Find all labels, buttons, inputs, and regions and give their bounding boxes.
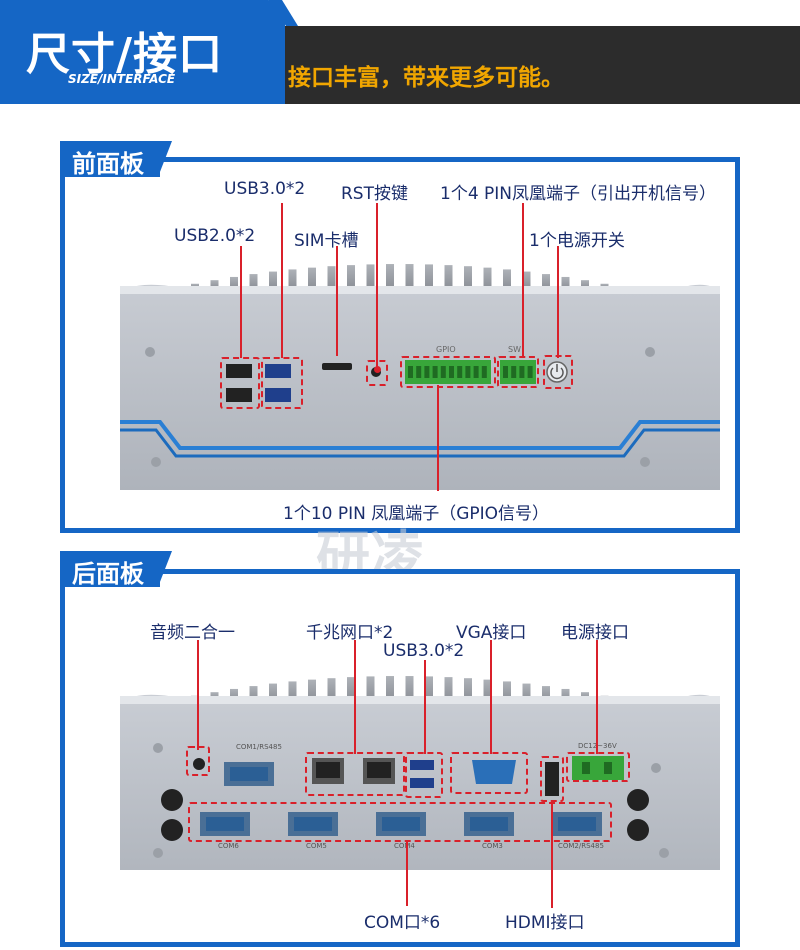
callout-line xyxy=(354,640,356,754)
callout-line xyxy=(490,640,492,754)
page-title: 尺寸/接口 xyxy=(26,29,224,80)
lan-highlight xyxy=(305,752,405,796)
sw-highlight xyxy=(497,356,539,388)
rear-panel-tab: 后面板 xyxy=(60,551,160,588)
label-com: COM口*6 xyxy=(364,913,441,933)
callout-line xyxy=(281,203,283,358)
tab-notch xyxy=(158,141,172,177)
tab-notch xyxy=(158,551,172,587)
label-10pin: 1个10 PIN 凤凰端子（GPIO信号） xyxy=(283,504,550,524)
power-switch-highlight xyxy=(543,355,573,389)
callout-line xyxy=(557,246,559,358)
silk-com5: COM5 xyxy=(306,842,327,850)
header-banner xyxy=(0,0,800,104)
label-vga: VGA接口 xyxy=(456,623,527,643)
label-usb30: USB3.0*2 xyxy=(224,179,306,199)
label-hdmi: HDMI接口 xyxy=(505,913,585,933)
callout-line xyxy=(197,640,199,750)
callout-line xyxy=(437,385,439,491)
silk-com4: COM4 xyxy=(394,842,415,850)
label-lan: 千兆网口*2 xyxy=(306,623,394,643)
label-rst: RST按键 xyxy=(341,184,408,204)
label-4pin: 1个4 PIN凤凰端子（引出开机信号） xyxy=(440,184,717,204)
audio-highlight xyxy=(186,746,210,776)
silk-com6: COM6 xyxy=(218,842,239,850)
callout-dot xyxy=(374,366,381,373)
label-power-in: 电源接口 xyxy=(561,623,629,643)
front-device-illustration xyxy=(120,264,720,490)
gpio-silk: GPIO xyxy=(436,345,456,354)
callout-line xyxy=(522,203,524,358)
callout-line xyxy=(240,246,242,358)
callout-line xyxy=(551,800,553,908)
label-power-switch: 1个电源开关 xyxy=(529,231,625,251)
usb30-highlight xyxy=(261,357,303,409)
usb30-rear-highlight xyxy=(405,752,443,798)
slogan: 接口丰富，带来更多可能。 xyxy=(288,65,564,91)
vga-highlight xyxy=(450,752,528,794)
front-panel-tab: 前面板 xyxy=(60,141,160,178)
callout-line xyxy=(336,246,338,356)
silk-com2: COM2/RS485 xyxy=(558,842,604,850)
gpio-highlight xyxy=(400,356,496,388)
label-usb30-rear: USB3.0*2 xyxy=(383,641,465,661)
silk-com1: COM1/RS485 xyxy=(236,743,282,751)
rear-device-illustration xyxy=(120,676,720,870)
usb20-highlight xyxy=(220,357,260,409)
callout-line xyxy=(406,840,408,906)
callout-line xyxy=(424,660,426,754)
page-subtitle: SIZE/INTERFACE xyxy=(68,72,176,86)
silk-com3: COM3 xyxy=(482,842,503,850)
label-usb20: USB2.0*2 xyxy=(174,226,256,246)
com-highlight xyxy=(188,802,612,842)
callout-line xyxy=(596,640,598,754)
label-sim: SIM卡槽 xyxy=(294,231,359,251)
hdmi-highlight xyxy=(540,756,564,802)
power-in-highlight xyxy=(566,752,630,782)
sw-silk: SW xyxy=(508,345,521,354)
callout-line xyxy=(376,203,378,371)
label-audio: 音频二合一 xyxy=(150,623,235,643)
